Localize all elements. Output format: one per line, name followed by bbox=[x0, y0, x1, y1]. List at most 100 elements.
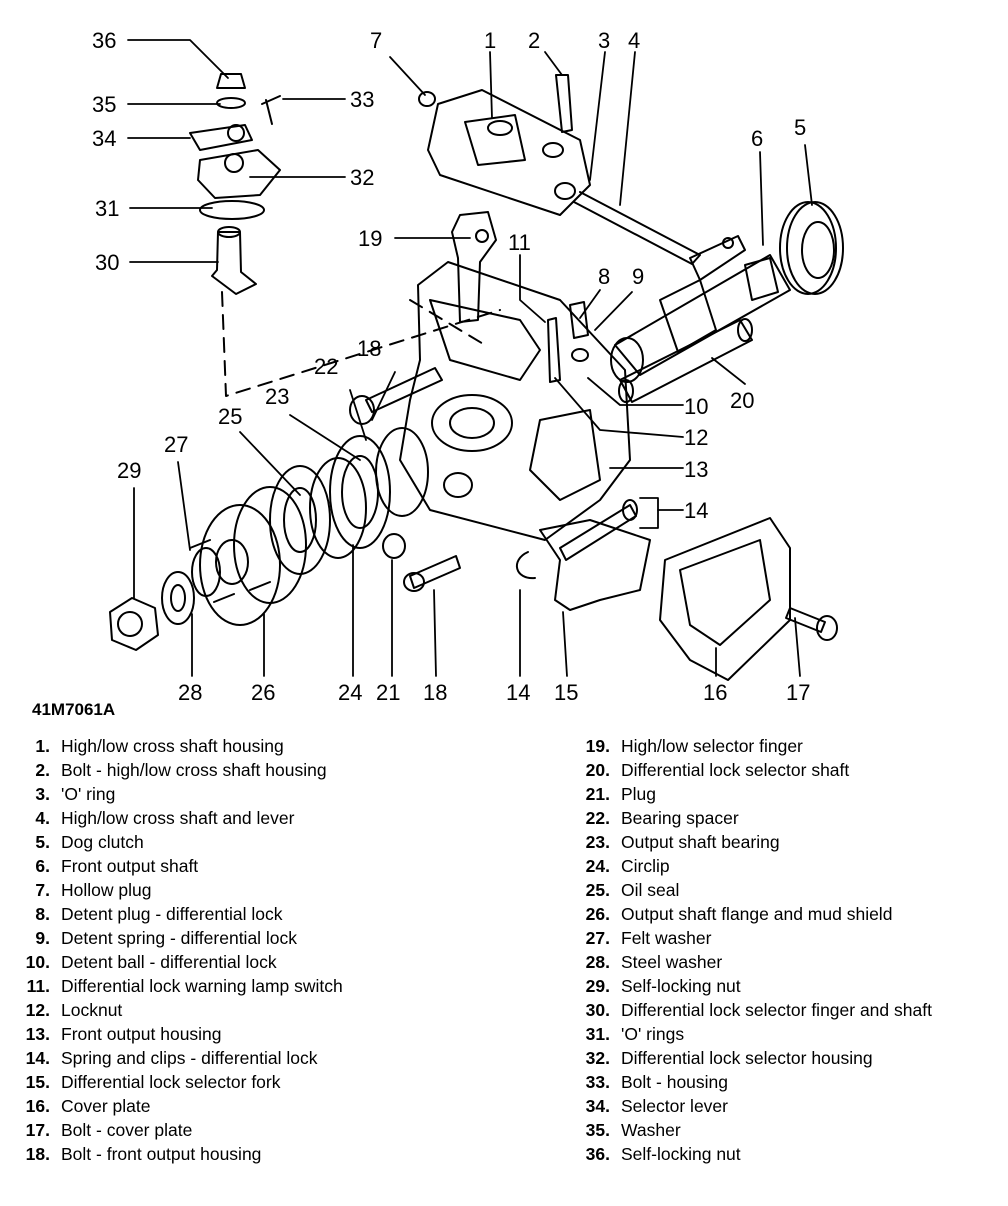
legend-item: 1.High/low cross shaft housing bbox=[14, 734, 343, 758]
legend-item-number: 4. bbox=[35, 808, 50, 828]
leader-lines bbox=[127, 39, 813, 677]
legend-item-text: Oil seal bbox=[621, 880, 680, 900]
callout-23: 23 bbox=[265, 384, 289, 409]
cross-shaft-housing bbox=[418, 74, 591, 216]
legend-item-number: 28. bbox=[585, 952, 610, 972]
selector-finger bbox=[451, 211, 497, 323]
legend-item: 32.Differential lock selector housing bbox=[574, 1046, 932, 1070]
legend-item-number: 30. bbox=[585, 1000, 610, 1020]
legend-item-number: 19. bbox=[585, 736, 610, 756]
legend-item: 2.Bolt - high/low cross shaft housing bbox=[14, 758, 343, 782]
legend-item: 22.Bearing spacer bbox=[574, 806, 932, 830]
legend-item-text: Differential lock selector finger and sh… bbox=[621, 1000, 932, 1020]
callout-22: 22 bbox=[314, 354, 338, 379]
legend-item-number: 17. bbox=[25, 1120, 50, 1140]
legend-item-text: Detent plug - differential lock bbox=[61, 904, 283, 924]
callout-31: 31 bbox=[95, 196, 119, 221]
cover-plate bbox=[659, 517, 791, 681]
legend-item-number: 25. bbox=[585, 880, 610, 900]
legend-item-number: 22. bbox=[585, 808, 610, 828]
legend-item-number: 21. bbox=[585, 784, 610, 804]
legend-item-number: 18. bbox=[25, 1144, 50, 1164]
legend-item-text: Bolt - front output housing bbox=[61, 1144, 262, 1164]
legend-item: 28. Steel washer bbox=[574, 950, 932, 974]
legend-item: 24.Circlip bbox=[574, 854, 932, 878]
dashed-guides bbox=[221, 291, 501, 397]
legend-item-text: Self-locking nut bbox=[621, 1144, 741, 1164]
legend-item-text: Detent ball - differential lock bbox=[61, 952, 277, 972]
legend-item: 10. Detent ball - differential lock bbox=[14, 950, 343, 974]
legend-item: 8.Detent plug - differential lock bbox=[14, 902, 343, 926]
callout-35: 35 bbox=[92, 92, 116, 117]
legend-item: 15.Differential lock selector fork bbox=[14, 1070, 343, 1094]
legend-item-number: 31. bbox=[585, 1024, 610, 1044]
callout-14-lower: 14 bbox=[506, 680, 530, 705]
legend-item-text: Plug bbox=[621, 784, 657, 804]
callout-24: 24 bbox=[338, 680, 362, 705]
legend-item-number: 10. bbox=[25, 952, 50, 972]
legend-item: 20.Differential lock selector shaft bbox=[574, 758, 932, 782]
bolt-17 bbox=[785, 607, 838, 641]
legend-item: 34.Selector lever bbox=[574, 1094, 932, 1118]
legend-item-text: Differential lock selector housing bbox=[621, 1048, 873, 1068]
exploded-view-diagram: 36 35 34 31 30 33 32 7 1 2 3 4 5 6 19 11… bbox=[92, 28, 844, 705]
legend-item: 19. High/low selector finger bbox=[574, 734, 932, 758]
legend-item-number: 14. bbox=[25, 1048, 50, 1068]
callout-2: 2 bbox=[528, 28, 540, 53]
legend-item-text: 'O' ring bbox=[61, 784, 116, 804]
legend-item-text: 'O' rings bbox=[621, 1024, 685, 1044]
legend-item-text: Selector lever bbox=[621, 1096, 728, 1116]
legend-item-text: Differential lock warning lamp switch bbox=[61, 976, 343, 996]
legend-item-text: Dog clutch bbox=[61, 832, 144, 852]
legend-item-text: Bolt - cover plate bbox=[61, 1120, 193, 1140]
legend-item-number: 7. bbox=[35, 880, 50, 900]
bolt-upper-18 bbox=[349, 367, 443, 425]
legend-item: 36. Self-locking nut bbox=[574, 1142, 932, 1166]
legend-item-text: Bolt - housing bbox=[621, 1072, 729, 1092]
legend-item-number: 36. bbox=[585, 1144, 610, 1164]
legend-item-number: 20. bbox=[585, 760, 610, 780]
legend-item: 16.Cover plate bbox=[14, 1094, 343, 1118]
legend-item-text: High/low cross shaft housing bbox=[61, 736, 284, 756]
legend-item-text: Detent spring - differential lock bbox=[61, 928, 298, 948]
callout-3: 3 bbox=[598, 28, 610, 53]
legend-item-text: Steel washer bbox=[621, 952, 723, 972]
legend-item-number: 12. bbox=[25, 1000, 50, 1020]
figure-reference: 41M7061A bbox=[32, 700, 116, 719]
spring-and-fork bbox=[516, 499, 651, 611]
legend-item-text: Output shaft flange and mud shield bbox=[621, 904, 893, 924]
callout-33: 33 bbox=[350, 87, 374, 112]
callout-6: 6 bbox=[751, 126, 763, 151]
legend-item: 17. Bolt - cover plate bbox=[14, 1118, 343, 1142]
plug-and-bolt-lower bbox=[382, 533, 461, 592]
callout-27: 27 bbox=[164, 432, 188, 457]
legend-item-number: 29. bbox=[585, 976, 610, 996]
legend-item: 9. Detent spring - differential lock bbox=[14, 926, 343, 950]
legend-item-text: Bolt - high/low cross shaft housing bbox=[61, 760, 327, 780]
legend-item-number: 26. bbox=[585, 904, 610, 924]
callout-5: 5 bbox=[794, 115, 806, 140]
legend-item-number: 16. bbox=[25, 1096, 50, 1116]
legend-item: 27.Felt washer bbox=[574, 926, 932, 950]
callout-labels: 36 35 34 31 30 33 32 7 1 2 3 4 5 6 19 11… bbox=[92, 28, 810, 705]
callout-20: 20 bbox=[730, 388, 754, 413]
legend-item-number: 5. bbox=[35, 832, 50, 852]
callout-8: 8 bbox=[598, 264, 610, 289]
callout-9: 9 bbox=[632, 264, 644, 289]
front-output-housing bbox=[399, 261, 631, 541]
legend-item-text: High/low selector finger bbox=[621, 736, 803, 756]
legend-item-text: Spring and clips - differential lock bbox=[61, 1048, 318, 1068]
legend-item-text: High/low cross shaft and lever bbox=[61, 808, 295, 828]
legend-item-number: 3. bbox=[35, 784, 50, 804]
callout-21: 21 bbox=[376, 680, 400, 705]
legend-item: 13.Front output housing bbox=[14, 1022, 343, 1046]
output-flange bbox=[189, 486, 307, 626]
legend-item-text: Felt washer bbox=[621, 928, 712, 948]
legend-item-number: 9. bbox=[35, 928, 50, 948]
legend-item: 35.Washer bbox=[574, 1118, 932, 1142]
legend-item: 33.Bolt - housing bbox=[574, 1070, 932, 1094]
legend-item: 6.Front output shaft bbox=[14, 854, 343, 878]
dog-clutch bbox=[779, 201, 844, 295]
legend-item-text: Output shaft bearing bbox=[621, 832, 780, 852]
legend-item-text: Front output housing bbox=[61, 1024, 222, 1044]
